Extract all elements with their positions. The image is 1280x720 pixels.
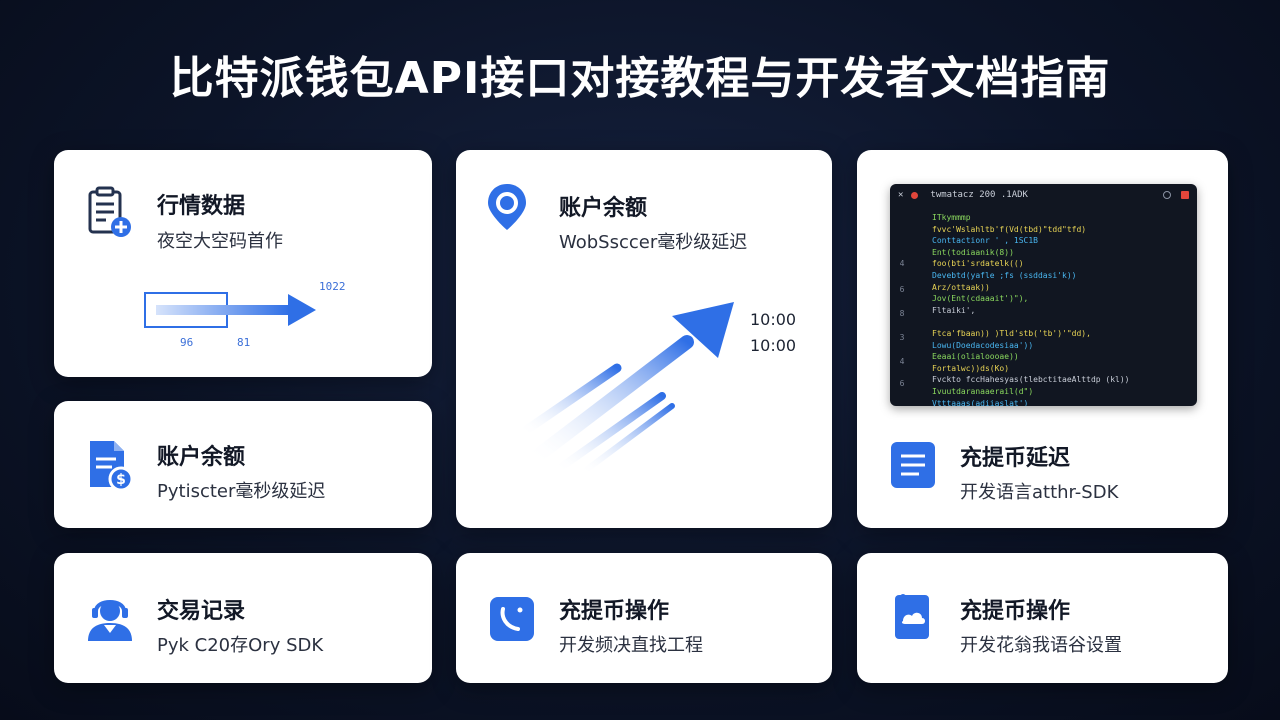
code-line	[932, 316, 1191, 328]
location-pin-icon	[488, 184, 526, 230]
card-withdraw-ops-center[interactable]: 充提币操作 开发频决直找工程	[456, 553, 832, 683]
code-line: Ivuutdaranaaerail(d")	[932, 386, 1034, 396]
card-subtitle: Pytiscter毫秒级延迟	[157, 481, 326, 502]
code-line: Fortalwc))ds(Ko)	[932, 363, 1010, 373]
card-market-data[interactable]: 行情数据 夜空大空码首作 1022 96 81	[54, 150, 432, 377]
code-content: ITkymmmp fvvc'Wslahltb'f(Vd(tbd)"tdd"tfd)…	[932, 212, 1191, 406]
line-number: 4	[899, 259, 905, 268]
code-line: Conttactionr ' , 1SC1B	[932, 236, 1038, 246]
code-line: Lowu(Doedacodesiaa'))	[932, 340, 1034, 350]
minimize-icon[interactable]	[1163, 191, 1171, 199]
chart-label-left: 96	[180, 336, 194, 349]
line-number: 6	[899, 379, 905, 388]
code-line: Jov(Ent(cdaaait')"),	[932, 294, 1029, 304]
page-title: 比特派钱包API接口对接教程与开发者文档指南	[169, 53, 1111, 104]
svg-text:$: $	[116, 472, 126, 488]
record-dot-icon	[911, 191, 919, 199]
menu-icon: ✕	[898, 190, 904, 200]
code-line: fvvc'Wslahltb'f(Vd(tbd)"tdd"tfd)	[932, 224, 1087, 234]
card-withdraw-ops-right[interactable]: 充提币操作 开发花翁我语谷设置	[857, 553, 1228, 683]
document-dollar-icon: $	[90, 441, 134, 492]
code-editor-window: ✕ twmatacz 200 .1ADK 4 6 8 3 4 6 ITkymmmp fvvc…	[890, 184, 1197, 406]
card-subtitle: 开发语言atthr-SDK	[960, 482, 1119, 503]
code-window-title: twmatacz 200 .1ADK	[930, 190, 1028, 200]
code-line: foo(bti'srdatelk(()	[932, 259, 1024, 269]
line-number: 3	[899, 333, 905, 342]
card-title: 充提币操作	[960, 599, 1071, 624]
chart-label-right: 81	[237, 336, 251, 349]
code-line: Fvckto fccHahesyas(tlebctitaeAlttdp (kl)…	[932, 375, 1130, 385]
code-line: Ent(todiaanik(8))	[932, 247, 1014, 257]
card-subtitle: Pyk C20存Ory SDK	[157, 635, 324, 656]
card-title: 账户余额	[157, 445, 246, 470]
line-number: 6	[899, 285, 905, 294]
card-title: 行情数据	[157, 194, 246, 219]
card-title: 充提币延迟	[960, 446, 1071, 471]
code-line: Ftca'fbaan)) )Tld'stb('tb')'"dd),	[932, 328, 1091, 338]
document-plus-icon	[88, 186, 131, 237]
card-title: 充提币操作	[559, 599, 670, 624]
card-balance-center[interactable]: 账户余额 WobSsccer毫秒级延迟 10:00 10:00	[456, 150, 832, 528]
line-number: 4	[899, 357, 905, 366]
code-line: Vtttaaas(adiiaslat')	[932, 398, 1029, 407]
card-transactions[interactable]: 交易记录 Pyk C20存Ory SDK	[54, 553, 432, 683]
line-number: 8	[899, 309, 905, 318]
card-subtitle: WobSsccer毫秒级延迟	[559, 232, 748, 253]
growth-arrow-graphic	[517, 302, 734, 476]
time-label: 10:00	[750, 310, 797, 329]
cloud-document-icon	[895, 594, 929, 639]
code-line: ITkymmmp	[932, 213, 971, 222]
card-title: 账户余额	[559, 196, 648, 221]
card-balance-left[interactable]: $ 账户余额 Pytiscter毫秒级延迟	[54, 401, 432, 528]
code-line: Fltaiki',	[932, 305, 976, 315]
phone-square-icon	[490, 597, 534, 641]
code-line: Devebtd(yafle ;fs (ssddasi'k))	[932, 270, 1077, 280]
time-label: 10:00	[750, 336, 797, 355]
close-icon[interactable]	[1181, 191, 1189, 199]
trend-arrow-graphic	[144, 292, 316, 328]
chart-label-top: 1022	[319, 280, 346, 293]
document-lines-icon	[891, 442, 935, 488]
card-title: 交易记录	[157, 599, 246, 624]
card-code-withdraw-delay[interactable]: ✕ twmatacz 200 .1ADK 4 6 8 3 4 6 ITkymmmp fvvc…	[857, 150, 1228, 528]
card-subtitle: 开发频决直找工程	[559, 635, 703, 656]
card-subtitle: 夜空大空码首作	[157, 231, 283, 252]
code-title-bar: ✕ twmatacz 200 .1ADK	[890, 184, 1197, 206]
card-subtitle: 开发花翁我语谷设置	[960, 635, 1122, 656]
code-line: Arz/ottaak))	[932, 282, 990, 292]
user-headset-icon	[88, 600, 132, 641]
code-line: Eeaai(olialoooae))	[932, 352, 1019, 362]
